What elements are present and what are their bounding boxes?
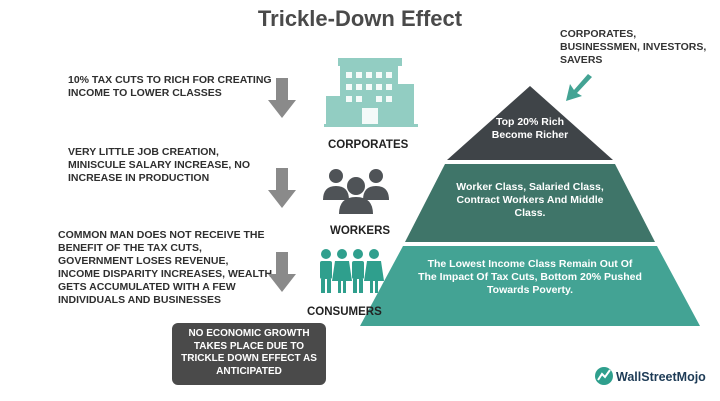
label-workers: WORKERS xyxy=(330,225,391,237)
page-title: Trickle-Down Effect xyxy=(257,6,463,31)
consumers-icon xyxy=(320,249,384,293)
statement-job-creation: VERY LITTLE JOB CREATION, MINISCULE SALA… xyxy=(68,146,251,184)
pyramid-middle xyxy=(405,164,655,242)
pyramid-top-text: Top 20% Rich Become Richer xyxy=(491,116,569,141)
pointer-arrow-icon xyxy=(566,74,592,101)
label-corporates: CORPORATES xyxy=(328,139,409,151)
wallstreetmojo-logo-icon xyxy=(595,367,613,385)
pyramid-top xyxy=(447,86,613,160)
statement-tax-cuts: 10% TAX CUTS TO RICH FOR CREATING INCOME… xyxy=(68,74,272,99)
down-arrow-icon xyxy=(268,78,296,118)
label-consumers: CONSUMERS xyxy=(307,306,382,318)
pyramid-bottom xyxy=(360,246,700,326)
top-label: CORPORATES, BUSINESSMEN, INVESTORS, SAVE… xyxy=(560,28,707,66)
down-arrow-icon xyxy=(268,168,296,208)
pyramid-bottom-text: The Lowest Income Class Remain Out Of Th… xyxy=(418,258,642,296)
pyramid-middle-text: Worker Class, Salaried Class, Contract W… xyxy=(456,181,604,219)
logo-text: WallStreetMojo xyxy=(616,370,706,384)
down-arrow-icon xyxy=(268,252,296,292)
conclusion-box: NO ECONOMIC GROWTH TAKES PLACE DUE TO TR… xyxy=(172,323,326,385)
workers-icon xyxy=(323,169,389,214)
statement-common-man: COMMON MAN DOES NOT RECEIVE THE BENEFIT … xyxy=(58,229,273,306)
